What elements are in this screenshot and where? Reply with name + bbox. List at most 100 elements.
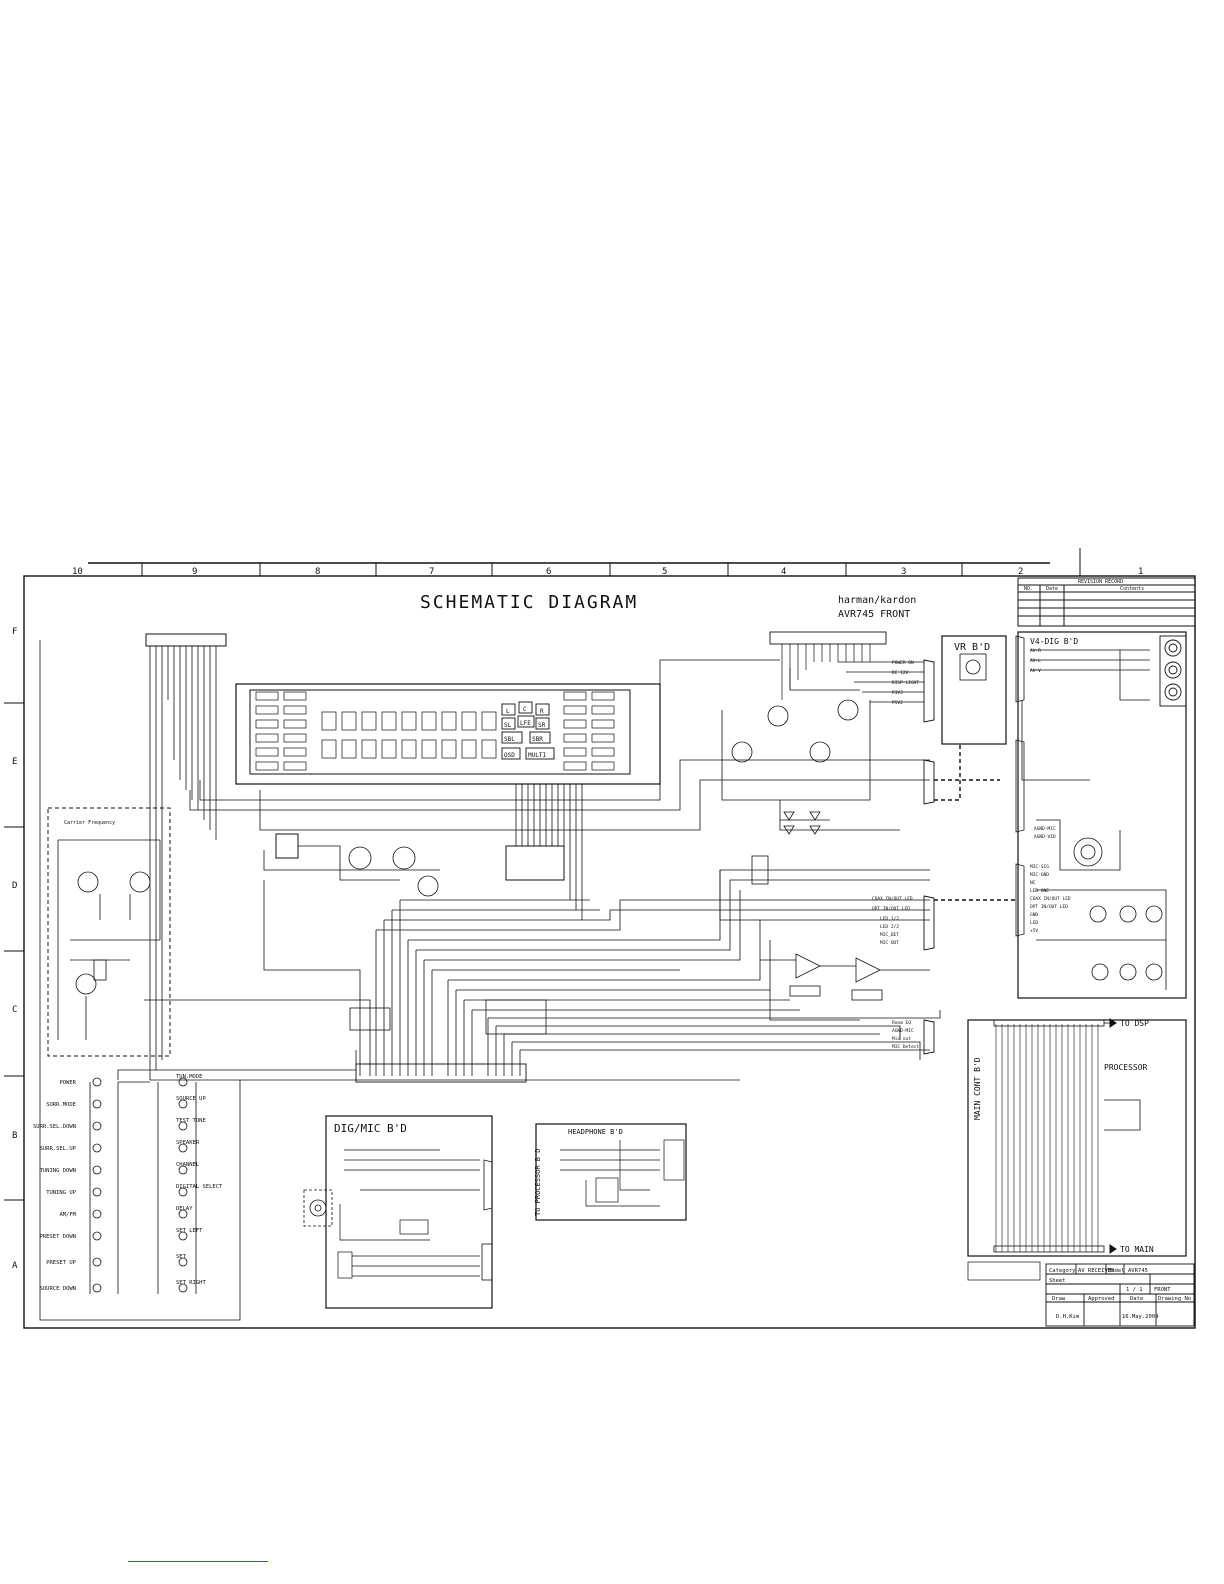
- col-label-1: 1: [1138, 567, 1143, 577]
- v4-dig-board-label: V4-DIG B'D: [1030, 637, 1078, 646]
- key-source-up: SOURCE UP: [176, 1096, 206, 1102]
- display-label-sl: SL: [504, 722, 512, 729]
- title-part-value: FRONT: [1154, 1287, 1171, 1293]
- row-labels: F E D C B A: [12, 627, 18, 1271]
- signal-power-on: POWER ON: [892, 660, 914, 666]
- title-model-value: AVR745: [1128, 1268, 1148, 1274]
- key-delay: DELAY: [176, 1206, 193, 1212]
- display-label-lfe: LFE: [520, 720, 531, 727]
- col-label-5: 5: [662, 567, 667, 577]
- display-label-l: L: [506, 708, 510, 715]
- top-right-connector: [769, 631, 887, 645]
- title-sheet-label: Sheet: [1049, 1278, 1066, 1284]
- row-label-a: A: [12, 1261, 18, 1271]
- signal-agnd-mic-v4: AGND-MIC: [1034, 826, 1056, 832]
- rca-jacks: [1159, 635, 1187, 707]
- key-tuning-down: TUNING DOWN: [40, 1168, 76, 1174]
- dig-mic-board-label: DIG/MIC B'D: [334, 1122, 407, 1135]
- main-cont-board: [967, 1019, 1187, 1257]
- title-block: Category AV RECEIVER Model AVR745 Sheet …: [1049, 1268, 1191, 1320]
- display-label-multi: MULTI: [528, 752, 546, 759]
- key-surr-mode: SURR.MODE: [46, 1102, 76, 1108]
- mic-jack: [303, 1189, 333, 1227]
- signal-led-dig: LED: [1030, 920, 1038, 926]
- bottom-connector-row: [355, 1063, 527, 1083]
- key-set: SET: [176, 1254, 187, 1260]
- col-label-6: 6: [546, 567, 551, 577]
- v4-dig-board: [1017, 631, 1187, 999]
- title-model-label: Model: [1108, 1268, 1125, 1274]
- row-label-b: B: [12, 1131, 17, 1141]
- brand-label: harman/kardon: [838, 595, 916, 606]
- col-label-8: 8: [315, 567, 320, 577]
- key-surr-sel-up: SURR.SEL.UP: [40, 1146, 77, 1152]
- display-bus-wires: [515, 784, 583, 920]
- main-harness-wires: [144, 659, 941, 1081]
- carrier-frequency-label: Carrier Frequency: [64, 820, 115, 826]
- dig-connector: [923, 895, 935, 951]
- key-power: POWER: [59, 1080, 76, 1086]
- dig-mic-board: [325, 1115, 493, 1309]
- to-main-label: TO MAIN: [1120, 1245, 1154, 1254]
- headphone-board-label: HEADPHONE B'D: [568, 1128, 623, 1136]
- revision-record: REVISION RECORD NO. Date Contents: [1024, 579, 1144, 592]
- key-tun-mode: TUN.MODE: [176, 1074, 203, 1080]
- col-label-7: 7: [429, 567, 434, 577]
- left-header-connector: [145, 633, 227, 647]
- revision-heading: REVISION RECORD: [1078, 579, 1123, 585]
- key-test-tone: TEST TONE: [176, 1118, 206, 1124]
- signal-p3v3: P3V3: [892, 690, 903, 696]
- key-speaker: SPEAKER: [176, 1140, 200, 1146]
- col-label-2: 2: [1018, 567, 1023, 577]
- key-column-right: [157, 1077, 197, 1294]
- title-date-label: Date: [1130, 1296, 1143, 1302]
- title-approved-label: Approved: [1088, 1296, 1115, 1302]
- mic-amplifier: [760, 940, 930, 1021]
- column-labels: 10 9 8 7 6 5 4 3 2 1: [72, 567, 1143, 577]
- revision-col-no: NO.: [1024, 586, 1033, 592]
- key-preset-down: PRESET DOWN: [40, 1234, 76, 1240]
- display-label-osd: OSD: [504, 752, 515, 759]
- signal-agnd-vid: AGND-VID: [1034, 834, 1056, 840]
- key-surr-sel-down: SURR.SEL.DOWN: [33, 1124, 76, 1130]
- board-labels: VR B'D V4-DIG B'D DIG/MIC B'D HEADPHONE …: [334, 637, 1154, 1254]
- row-label-d: D: [12, 881, 17, 891]
- to-main-arrow: [1109, 1244, 1117, 1254]
- vr-board-label: VR B'D: [954, 642, 990, 653]
- title-category-value: AV RECEIVER: [1078, 1268, 1115, 1274]
- signal-av-l: AV-L: [1030, 658, 1041, 664]
- left-key-labels: POWER SURR.MODE SURR.SEL.DOWN SURR.SEL.U…: [33, 1080, 77, 1292]
- vr-connector: [923, 659, 935, 723]
- signal-mic-out: MIC OUT: [880, 940, 899, 946]
- to-processor-label: TO PROCESSOR B'D: [534, 1149, 542, 1216]
- signal-led-2: LED 2/2: [880, 924, 899, 930]
- signal-nc: NC: [1030, 880, 1036, 886]
- vfd-digit-segments: [321, 711, 497, 759]
- signal-mic-gnd: MIC-GND: [1030, 872, 1049, 878]
- footer-link-underline: [128, 1561, 268, 1562]
- signal-p5v2: P5V2: [892, 700, 903, 706]
- signal-led-1: LED 1/2: [880, 916, 899, 922]
- signal-5v-dig: +5V: [1030, 928, 1038, 934]
- mic-connector-signals: Room EQ AGND-MIC Mic out MIC Detect: [892, 1020, 919, 1050]
- revision-col-date: Date: [1046, 586, 1058, 592]
- indicator-leds: [780, 811, 830, 835]
- signal-mic-sig: MIC-SIG: [1030, 864, 1049, 870]
- signal-av-r: AV-R: [1030, 648, 1041, 654]
- mid-junction-box: [349, 1007, 391, 1031]
- processor-label: PROCESSOR: [1104, 1063, 1148, 1072]
- key-source-down: SOURCE DOWN: [40, 1286, 76, 1292]
- title-draw-label: Draw: [1052, 1296, 1066, 1302]
- carrier-frequency-block: [47, 807, 171, 1057]
- to-dsp-label: TO DSP: [1120, 1019, 1149, 1028]
- revision-col-contents: Contents: [1120, 586, 1144, 592]
- title-block-table: [1045, 1263, 1195, 1327]
- key-am-fm: AM/FM: [59, 1212, 76, 1218]
- key-digital-select: DIGITAL SELECT: [176, 1184, 223, 1190]
- display-label-c: C: [523, 706, 527, 713]
- schematic-title: SCHEMATIC DIAGRAM: [420, 592, 638, 613]
- dig-board-signals: MIC-SIG MIC-GND NC LED ONE COAX IN/OUT L…: [1030, 864, 1071, 934]
- display-channel-labels: L C R SL LFE SR SBL SBR OSD MULTI: [504, 706, 546, 759]
- display-label-r: R: [540, 708, 544, 715]
